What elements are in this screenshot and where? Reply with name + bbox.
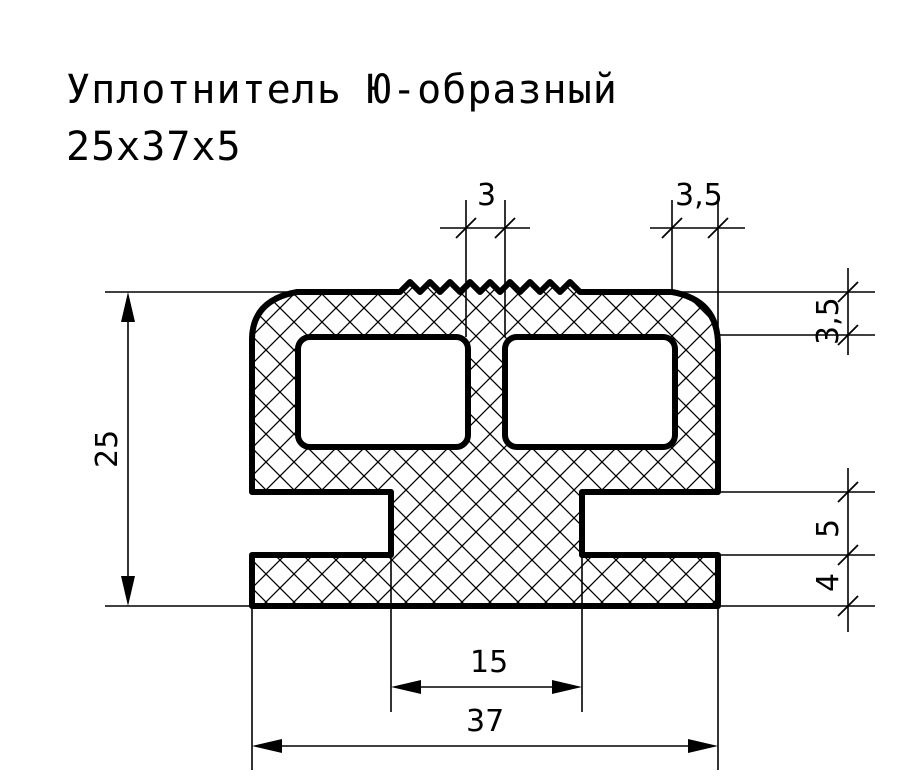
dim-3-label: 3: [477, 178, 496, 213]
title-background: [62, 52, 662, 177]
dimension-center-width: 15: [391, 645, 582, 694]
dim-3-5-top-label: 3,5: [675, 178, 723, 213]
dimension-rib-width: 3: [440, 178, 530, 239]
dim-15-label: 15: [470, 645, 508, 680]
left-cavity: [295, 334, 471, 450]
title-line-2: 25x37x5: [66, 124, 242, 170]
dim-5-label: 5: [811, 519, 846, 538]
title-line-1: Уплотнитель Ю-образный: [66, 67, 618, 113]
seal-cross-section: [249, 279, 721, 609]
dimension-height: 25: [90, 292, 135, 606]
dim-3-5-side-label: 3,5: [811, 297, 846, 345]
seal-outline: [249, 279, 721, 609]
dimension-top-wall: 3,5: [811, 268, 859, 355]
dim-25-label: 25: [90, 430, 125, 468]
dimension-slot: 5 4: [811, 468, 859, 632]
dimension-total-width: 37: [252, 704, 718, 753]
dim-4-label: 4: [811, 573, 846, 592]
right-cavity: [502, 334, 678, 450]
dim-37-label: 37: [466, 704, 504, 739]
dimension-right-top: 3,5: [650, 178, 745, 239]
